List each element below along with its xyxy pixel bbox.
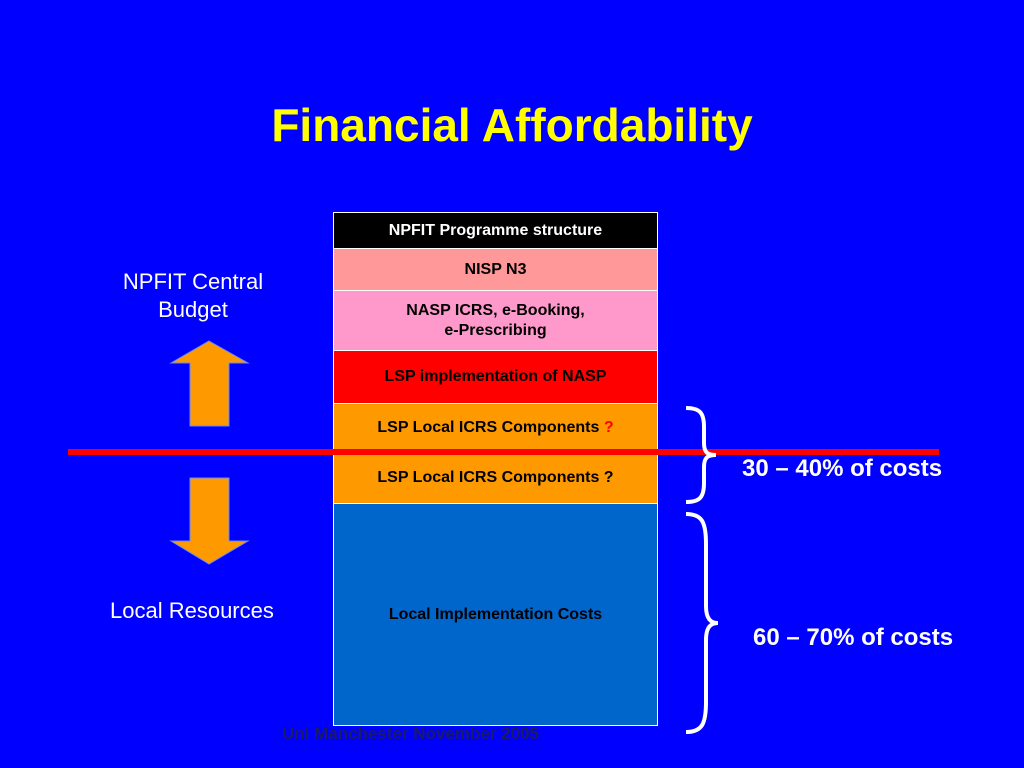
lsp-local-upper-label: LSP Local ICRS Components	[377, 419, 600, 436]
upper-brace-icon	[685, 406, 717, 504]
central-budget-line1: NPFIT Central	[122, 269, 264, 294]
stack-header-label: NPFIT Programme structure	[388, 221, 603, 239]
nisp-label: NISP N3	[464, 260, 527, 278]
local-costs-label: Local Implementation Costs	[388, 605, 603, 623]
central-budget-line2: Budget	[158, 297, 228, 322]
funding-divider-line	[68, 449, 939, 455]
stack-header-block: NPFIT Programme structure	[333, 212, 658, 249]
nisp-block: NISP N3	[333, 248, 658, 291]
lsp-implementation-block: LSP implementation of NASP	[333, 350, 658, 404]
slide-title: Financial Affordability	[271, 99, 753, 151]
slide-footer: Uni Manchester November 2005	[282, 724, 539, 743]
upper-cost-share-label: 30 – 40% of costs	[742, 455, 943, 482]
programme-structure-stack: NPFIT Programme structure NISP N3 NASP I…	[333, 212, 658, 726]
lower-brace-icon	[685, 512, 719, 734]
lsp-implementation-label: LSP implementation of NASP	[384, 368, 607, 385]
nasp-label-line2: e-Prescribing	[444, 321, 547, 339]
lsp-local-lower-label: LSP Local ICRS Components ?	[377, 469, 614, 486]
nasp-label-line1: NASP ICRS, e-Booking,	[406, 301, 585, 319]
lsp-local-upper-block: LSP Local ICRS Components ?	[333, 403, 658, 453]
central-budget-label: NPFIT Central Budget	[98, 268, 288, 324]
local-resources-label: Local Resources	[110, 598, 274, 623]
down-arrow-icon	[169, 477, 250, 565]
local-costs-block: Local Implementation Costs	[333, 503, 658, 726]
lsp-local-upper-question: ?	[603, 419, 614, 436]
up-arrow-icon	[169, 340, 250, 427]
lsp-local-lower-block: LSP Local ICRS Components ?	[333, 452, 658, 504]
lower-cost-share-label: 60 – 70% of costs	[753, 624, 954, 651]
nasp-block: NASP ICRS, e-Booking, e-Prescribing	[333, 290, 658, 351]
